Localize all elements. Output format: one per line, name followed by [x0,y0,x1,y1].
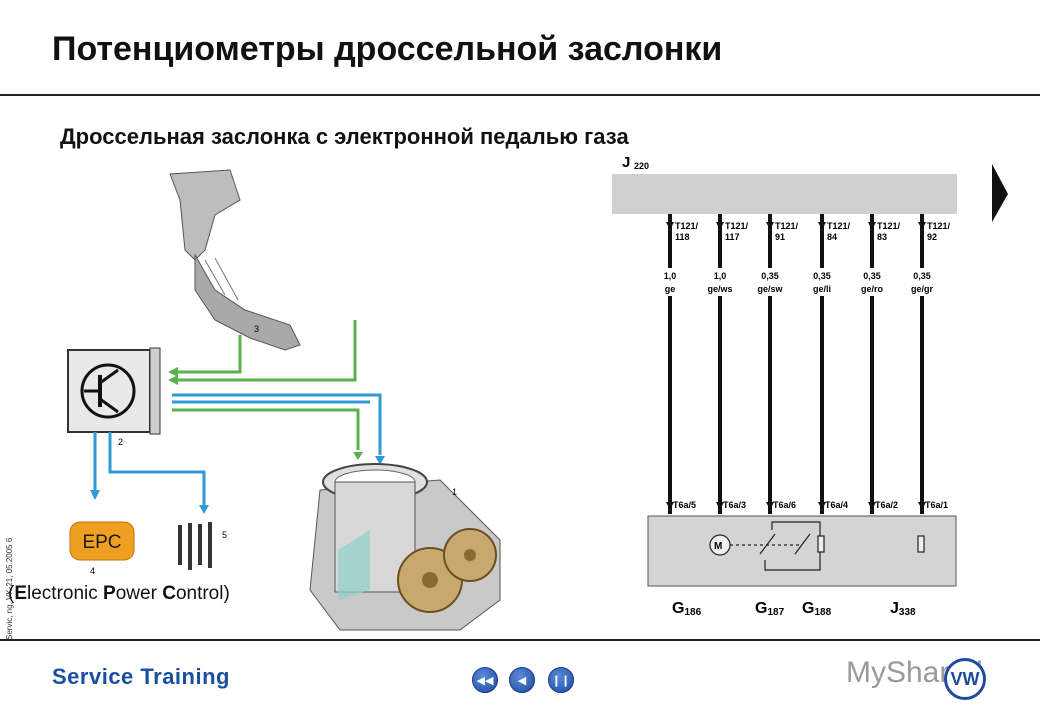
wire-top-arrow [766,222,774,230]
component-label: G187 [755,600,785,618]
wire-gauge: 1,0 [664,271,677,281]
throttle-body [309,463,501,631]
pause-icon[interactable]: ❙❙ [548,667,574,693]
wire-top-arrow [666,222,674,230]
slide-title: Потенциометры дроссельной заслонки [52,30,723,68]
slide-subtitle: Дроссельная заслонка с электронной педал… [60,124,629,149]
sensor-box [647,515,957,587]
wire-bottom-arrow [766,502,774,510]
wire-label-bg [802,268,842,296]
wire-color: ge/li [813,284,831,294]
wire-label-bg [852,268,892,296]
wire-pin-num: 84 [827,232,837,242]
footer-brand: Service Training [52,664,230,689]
wire-pin-bottom: T6a/1 [925,500,948,510]
wire-bottom-arrow [716,502,724,510]
wire-pin-bottom: T6a/3 [723,500,746,510]
wire-label-bg [700,268,740,296]
label-2: 2 [118,437,123,447]
wire-pin-bottom: T6a/4 [825,500,848,510]
wire-pin-bottom: T6a/5 [673,500,696,510]
vw-logo: VW [944,658,986,700]
epc-lamp: EPC [69,521,135,561]
wire-color: ge [665,284,676,294]
wire-pin-top: T121/ [877,221,901,231]
top-divider [0,94,1040,96]
sensor-box-internals [709,521,925,571]
wire-top-arrow [918,222,926,230]
green-signal-lines [172,320,360,450]
label-1: 1 [452,487,457,497]
wire-pin-bottom: T6a/6 [773,500,796,510]
component-label: J338 [890,600,916,618]
wire-gauge: 1,0 [714,271,727,281]
wire-pin-top: T121/ [725,221,749,231]
wire-label-bg [902,268,942,296]
wire-pin-num: 92 [927,232,937,242]
wire-bottom-arrow [918,502,926,510]
wire-pin-num: 117 [725,232,740,242]
back-icon[interactable]: ◀ [509,667,535,693]
throttle-illustration: 3 2 EPC 4 [67,169,501,631]
wire-pin-num: 83 [877,232,887,242]
motor-label: M [714,541,722,552]
wire-gauge: 0,35 [863,271,881,281]
wire-pin-top: T121/ [775,221,799,231]
wire-pin-num: 118 [675,232,690,242]
wire-top-arrow [868,222,876,230]
control-unit [67,347,161,435]
connector-pins [178,522,212,570]
blue-signal-lines [93,393,382,505]
wire-bottom-arrow [666,502,674,510]
ecu-label: J [622,154,630,171]
accelerator-pedal [169,169,301,351]
wire-pin-top: T121/ [827,221,851,231]
ecu-bar [612,174,957,214]
label-5: 5 [222,530,227,540]
wire-pin-num: 91 [775,232,785,242]
ecu-label-sub: 220 [634,161,649,171]
wire-bottom-arrow [868,502,876,510]
wire-gauge: 0,35 [913,271,931,281]
epc-caption: (Electronic Power Control) [8,583,230,604]
svg-text:EPC: EPC [82,532,121,553]
side-info: Servic, ng, VK-21, 05.2005 6 [5,537,14,640]
wire-color: ge/sw [757,284,783,294]
wire-pin-top: T121/ [927,221,951,231]
wire-pin-bottom: T6a/2 [875,500,898,510]
wire-top-arrow [818,222,826,230]
wire-gauge: 0,35 [761,271,779,281]
wire-label-bg [650,268,690,296]
wire-color: ge/ro [861,284,884,294]
wire-bottom-arrow [818,502,826,510]
next-arrow-icon[interactable] [992,164,1008,222]
wire-color: ge/gr [911,284,934,294]
wire-label-bg [750,268,790,296]
wire-pin-top: T121/ [675,221,699,231]
label-3: 3 [254,324,259,334]
wire-gauge: 0,35 [813,271,831,281]
component-label: G188 [802,600,832,618]
wire-color: ge/ws [707,284,732,294]
rewind-icon[interactable]: ◀◀ [472,667,498,693]
component-label: G186 [672,600,702,618]
bottom-divider [0,639,1040,641]
wire-top-arrow [716,222,724,230]
label-4: 4 [90,566,95,576]
